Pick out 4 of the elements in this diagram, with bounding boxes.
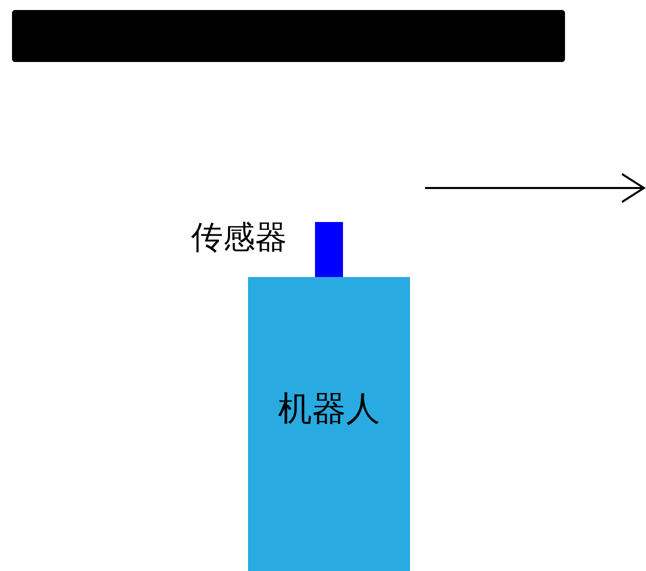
sensor-box (315, 222, 343, 277)
wall (12, 10, 565, 62)
robot-box: 机器人 (248, 277, 410, 571)
sensor-label: 传感器 (191, 217, 287, 258)
